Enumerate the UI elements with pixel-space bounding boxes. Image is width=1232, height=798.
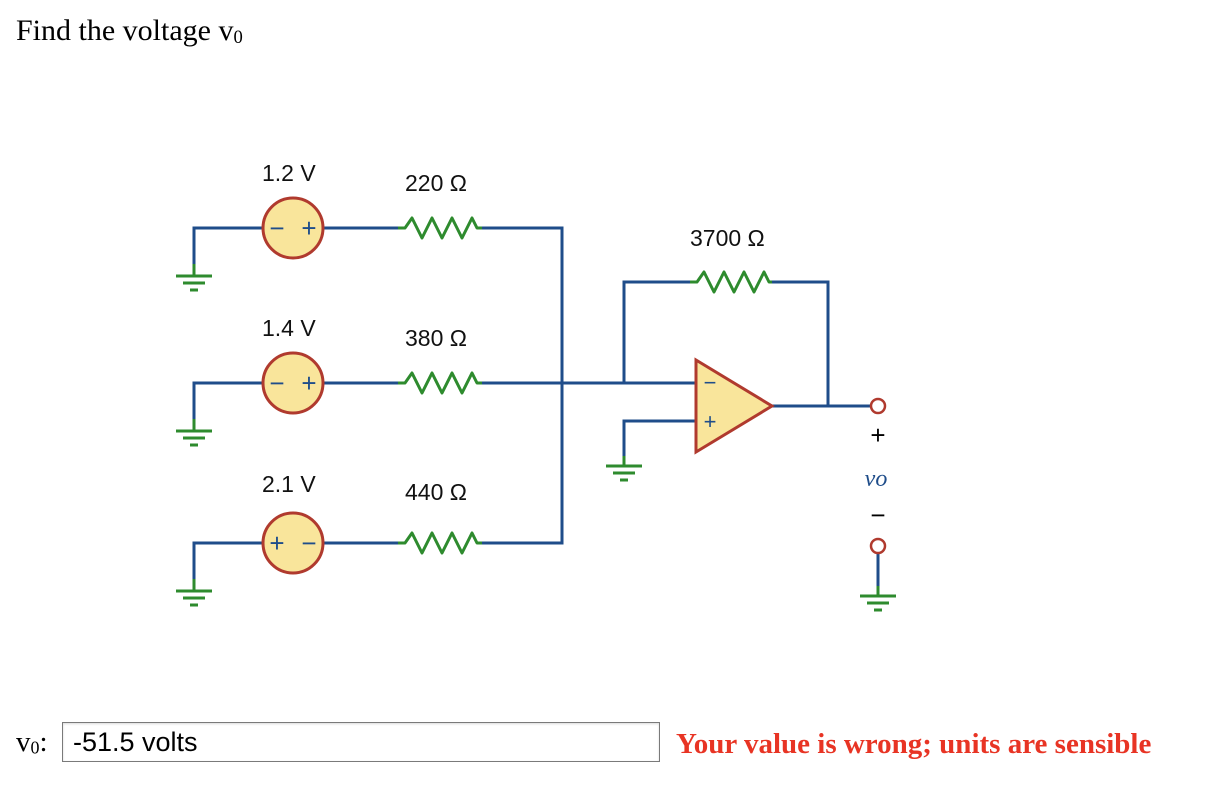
output-voltage-label: vo	[865, 466, 888, 492]
source-1-voltage: 1.2 V	[262, 160, 316, 186]
output-minus-sign: −	[870, 500, 885, 530]
voltage-source-icon	[261, 196, 325, 260]
opamp-icon	[694, 357, 775, 455]
ground-icon	[860, 586, 896, 612]
answer-label: v0:	[16, 726, 48, 759]
source-2-voltage: 1.4 V	[262, 315, 316, 341]
voltage-source-icon	[261, 351, 325, 415]
source-2-right-sign: +	[301, 368, 316, 398]
answer-input[interactable]	[62, 722, 660, 762]
ground-icon	[606, 456, 642, 482]
source-3-left-sign: +	[269, 528, 284, 558]
ground-icon	[176, 579, 212, 607]
feedback-message: Your value is wrong; units are sensible	[676, 728, 1152, 760]
resistors	[398, 216, 772, 555]
voltage-source-2: − + 1.4 V	[261, 315, 325, 415]
ground-icon	[176, 419, 212, 447]
opamp: − +	[694, 357, 775, 455]
question-subscript: 0	[233, 26, 243, 48]
resistor-3-value: 440 Ω	[405, 479, 467, 505]
ground-icon	[176, 264, 212, 292]
resistor-2-value: 380 Ω	[405, 325, 467, 351]
output-terminal-icon	[869, 397, 887, 415]
resistor-icon	[398, 531, 482, 555]
answer-label-subscript: 0	[30, 737, 40, 758]
answer-label-suffix: :	[39, 726, 48, 758]
source-1-left-sign: −	[269, 213, 284, 243]
voltage-source-icon	[261, 511, 325, 575]
resistor-icon	[398, 371, 482, 395]
voltage-source-1: − + 1.2 V	[261, 160, 325, 260]
output-plus-sign: +	[870, 420, 885, 450]
feedback-resistor-value: 3700 Ω	[690, 225, 765, 251]
source-3-right-sign: −	[301, 528, 316, 558]
answer-label-text: v	[16, 726, 31, 758]
resistor-1-value: 220 Ω	[405, 170, 467, 196]
source-2-left-sign: −	[269, 368, 284, 398]
source-1-right-sign: +	[301, 213, 316, 243]
resistor-icon	[398, 216, 482, 240]
opamp-noninverting-sign: +	[704, 409, 717, 434]
source-3-voltage: 2.1 V	[262, 471, 316, 497]
ground-symbols	[176, 264, 896, 612]
resistor-icon	[690, 270, 772, 294]
circuit-wires	[192, 226, 880, 590]
question-text: Find the voltage v0	[16, 14, 243, 49]
output-terminal-icon	[869, 537, 887, 555]
opamp-inverting-sign: −	[704, 370, 717, 395]
voltage-source-3: + − 2.1 V	[261, 471, 325, 575]
question-label: Find the voltage v	[16, 14, 234, 47]
